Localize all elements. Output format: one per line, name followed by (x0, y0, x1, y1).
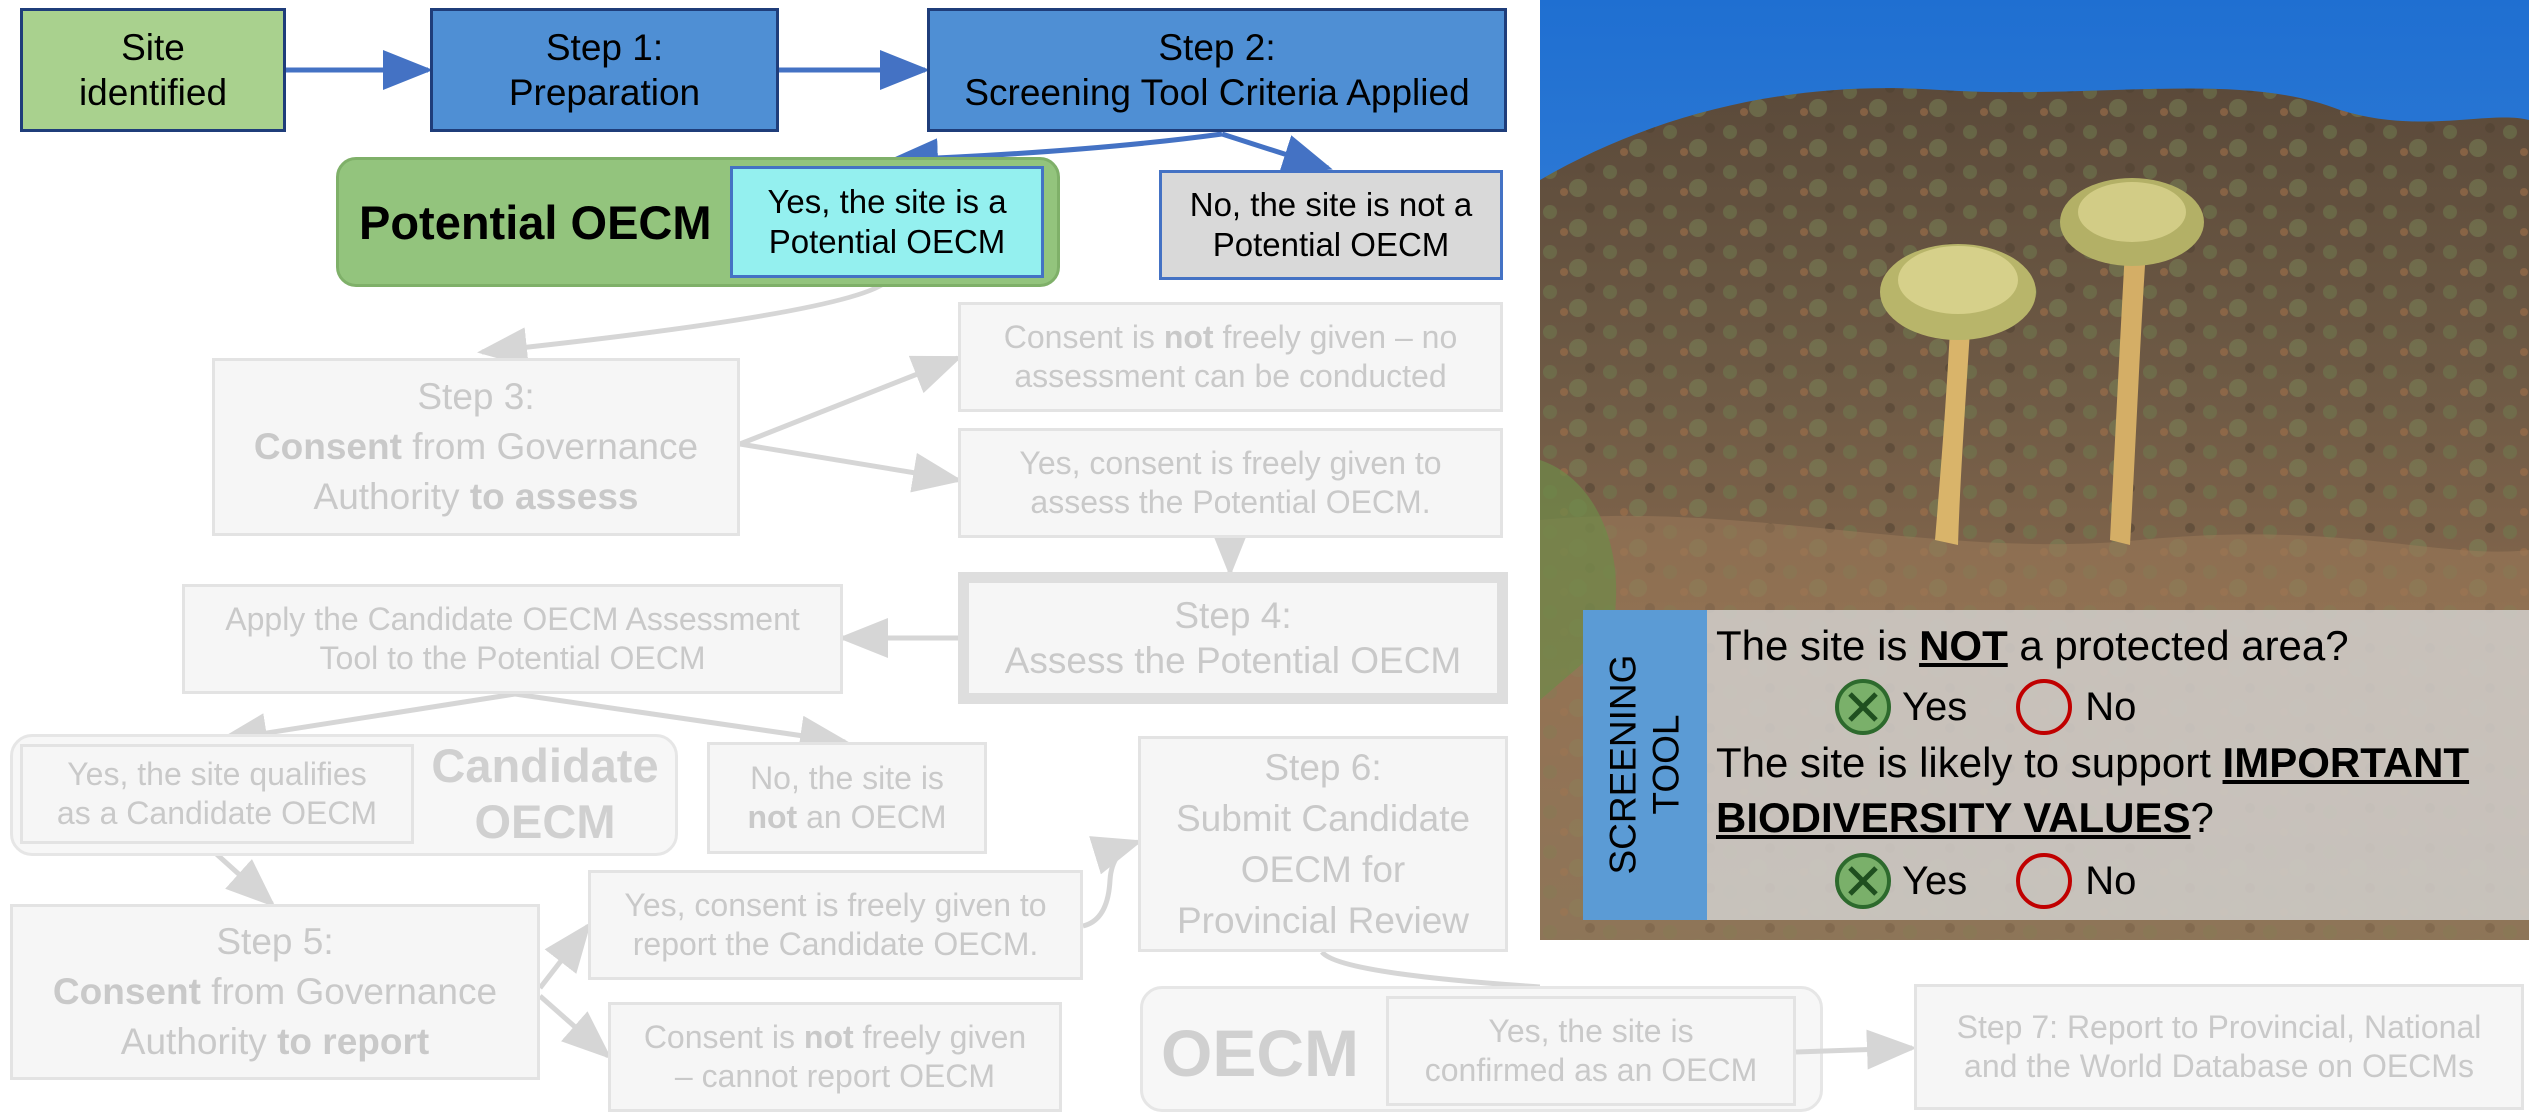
arrow-step5-to-consent-yes (538, 922, 592, 990)
candidate-yes-box: Yes, the site qualifies as a Candidate O… (20, 744, 414, 844)
consent-yes-report-box: Yes, consent is freely given to report t… (588, 870, 1083, 980)
step3-line3: Authority to assess (313, 475, 639, 517)
q2-no-label: No (2085, 858, 2137, 903)
consent-not-report-box: Consent is not freely given – cannot rep… (608, 1002, 1062, 1112)
step6-line3: OECM for (1240, 849, 1406, 890)
arrow-step2-to-no (1221, 131, 1333, 174)
step1-box: Step 1: Preparation (430, 8, 779, 132)
step4-title: Step 4: (1174, 594, 1292, 636)
potential-yes-line1: Yes, the site is a (767, 182, 1007, 220)
q1-yes-label: Yes (1902, 684, 1968, 729)
q1-no-empty-circle-icon[interactable] (2015, 678, 2073, 736)
consent-not-assess-line1: Consent is not freely given – no (1003, 318, 1458, 355)
candidate-no-line2: not an OECM (747, 799, 947, 835)
step2-box: Step 2: Screening Tool Criteria Applied (927, 8, 1507, 132)
screening-label-line1: SCREENING (1602, 655, 1644, 875)
q2-no-empty-circle-icon[interactable] (2015, 852, 2073, 910)
arrow-apply-to-candidate-yes (217, 691, 516, 753)
screening-label-line2: TOOL (1645, 714, 1687, 816)
candidate-yes-line1: Yes, the site qualifies (67, 755, 367, 792)
arrow-step3-to-consent-yes (739, 441, 963, 493)
consent-not-assess-box: Consent is not freely given – no assessm… (958, 302, 1503, 412)
arrow-step6-to-oecm (1320, 950, 1540, 990)
arrow-apply-to-candidate-no (514, 691, 850, 756)
step5-title: Step 5: (216, 921, 334, 963)
step5-line2: Consent from Governance (52, 971, 498, 1013)
apply-tool-line2: Tool to the Potential OECM (319, 640, 706, 676)
step4-box: Step 4: Assess the Potential OECM (958, 572, 1508, 704)
site-identified-box: Site identified (20, 8, 286, 132)
tree-trunk-1 (1935, 330, 1970, 545)
question-2-options: Yes No (1834, 852, 2136, 910)
step2-label: Screening Tool Criteria Applied (964, 72, 1470, 113)
candidate-no-box: No, the site is not an OECM (707, 742, 987, 854)
step3-line2: Consent from Governance (253, 426, 699, 468)
q1-no-label: No (2085, 684, 2137, 729)
step6-line4: Provincial Review (1177, 900, 1469, 942)
consent-yes-report-line2: report the Candidate OECM. (632, 926, 1039, 962)
consent-not-report-line2: – cannot report OECM (674, 1058, 996, 1094)
tree-trunk-2 (2110, 250, 2146, 545)
question-1-options: Yes No (1834, 678, 2136, 736)
consent-yes-assess-box: Yes, consent is freely given to assess t… (958, 428, 1503, 538)
potential-no-box: No, the site is not a Potential OECM (1159, 170, 1503, 280)
oecm-title: OECM (1161, 1016, 1359, 1090)
screening-tool-side-label: SCREENING TOOL (1583, 610, 1707, 920)
candidate-oecm-title: Candidate OECM (431, 739, 659, 849)
flow-arrows (210, 50, 1540, 1060)
question-1: The site is NOT a protected area? (1716, 622, 2349, 669)
consent-not-assess-line2: assessment can be conducted (1014, 358, 1447, 394)
oecm-yes-line2: confirmed as an OECM (1424, 1052, 1758, 1088)
step5-line3: Authority to report (120, 1020, 430, 1062)
step2-title: Step 2: (1158, 26, 1276, 68)
apply-tool-line1: Apply the Candidate OECM Assessment (225, 600, 800, 637)
potential-no-line2: Potential OECM (1212, 226, 1450, 263)
consent-yes-report-line1: Yes, consent is freely given to (624, 886, 1047, 923)
arrow-yes-to-step3 (477, 278, 890, 368)
step4-label: Assess the Potential OECM (1004, 640, 1462, 681)
q2-yes-check-circle-icon[interactable] (1834, 852, 1892, 910)
potential-yes-box: Yes, the site is a Potential OECM (730, 166, 1044, 278)
consent-yes-assess-line2: assess the Potential OECM. (1030, 484, 1431, 520)
step6-title: Step 6: (1264, 746, 1382, 788)
arrow-step5-to-consent-not (538, 994, 612, 1060)
step5-box: Step 5: Consent from Governance Authorit… (10, 904, 540, 1080)
step1-label: Preparation (508, 72, 701, 113)
step7-box: Step 7: Report to Provincial, National a… (1914, 984, 2524, 1110)
candidate-yes-line2: as a Candidate OECM (56, 795, 378, 831)
potential-oecm-title: Potential OECM (359, 195, 712, 249)
arrow-step3-to-consent-not (739, 355, 963, 447)
consent-yes-assess-line1: Yes, consent is freely given to (1019, 444, 1442, 481)
consent-not-report-line1: Consent is not freely given (643, 1018, 1027, 1055)
arrow-candidate-to-step5 (210, 848, 276, 908)
arrow-consent-to-step6 (1082, 836, 1143, 929)
site-identified-line2: identified (78, 72, 228, 113)
step6-box: Step 6: Submit Candidate OECM for Provin… (1138, 736, 1508, 952)
oecm-yes-line1: Yes, the site is (1488, 1012, 1694, 1049)
screening-tool-panel (1583, 610, 2529, 920)
step3-box: Step 3: Consent from Governance Authorit… (212, 358, 740, 536)
candidate-no-line1: No, the site is (750, 759, 944, 796)
step1-title: Step 1: (545, 26, 664, 68)
potential-yes-line2: Potential OECM (768, 223, 1006, 260)
step7-line2: and the World Database on OECMs (1964, 1048, 2474, 1084)
q1-yes-check-circle-icon[interactable] (1834, 678, 1892, 736)
apply-tool-box: Apply the Candidate OECM Assessment Tool… (182, 584, 843, 694)
step6-line2: Submit Candidate (1175, 797, 1471, 839)
oecm-yes-box: Yes, the site is confirmed as an OECM (1386, 996, 1796, 1106)
step7-line1: Step 7: Report to Provincial, National (1956, 1008, 2482, 1045)
site-identified-line1: Site (121, 26, 185, 68)
step3-title: Step 3: (417, 376, 535, 418)
potential-no-line1: No, the site is not a (1189, 185, 1473, 223)
q2-yes-label: Yes (1902, 858, 1968, 903)
